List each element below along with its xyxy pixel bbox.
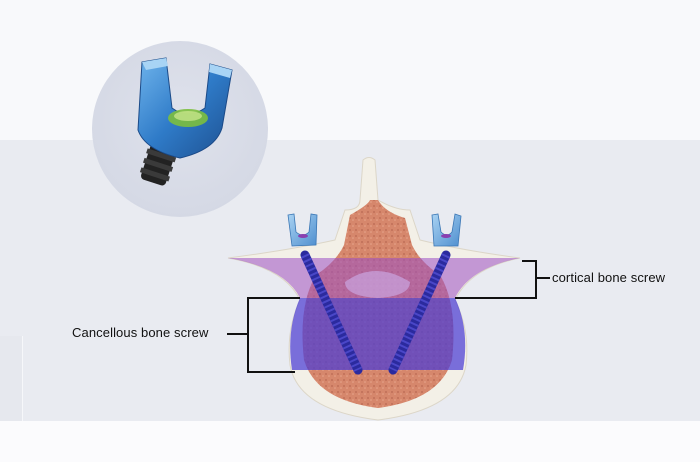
background-bottom xyxy=(0,421,700,462)
cortical-bracket xyxy=(455,260,550,299)
spinal-canal xyxy=(345,271,410,298)
cancellous-zone-overlay xyxy=(290,298,466,370)
cancellous-bracket xyxy=(227,297,300,373)
cortical-bone-screw-label: cortical bone screw xyxy=(552,270,666,285)
inset-screw-illustration xyxy=(137,57,233,186)
background-left-stripe xyxy=(0,336,23,421)
right-screw xyxy=(388,213,462,375)
cancellous-bone-screw-label: Cancellous bone screw xyxy=(72,325,209,340)
left-screw xyxy=(287,213,363,375)
